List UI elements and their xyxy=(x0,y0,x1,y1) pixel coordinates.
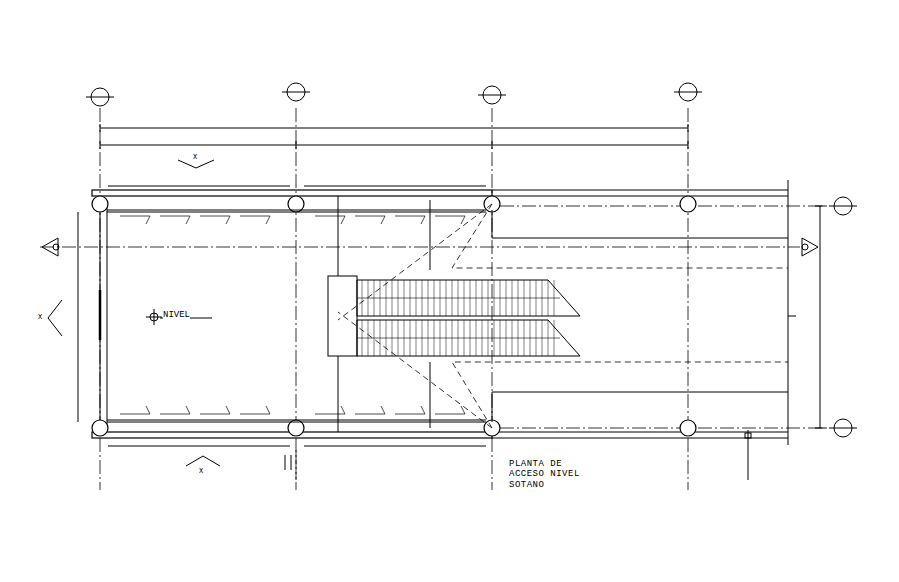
escalator-step xyxy=(458,320,459,356)
escalator-step xyxy=(488,320,489,356)
escalator-step xyxy=(494,320,495,356)
escalator-step xyxy=(536,320,537,356)
escalator-step xyxy=(554,320,555,356)
escalator-step xyxy=(410,280,411,316)
escalator-step xyxy=(548,280,549,316)
escalator-step xyxy=(422,320,423,356)
escalator-step xyxy=(440,320,441,356)
escalator-step xyxy=(434,320,435,356)
escalator-step xyxy=(518,280,519,316)
escalator-step xyxy=(362,280,363,316)
escalator-step xyxy=(530,320,531,356)
escalator-step xyxy=(554,280,555,316)
escalator-step xyxy=(392,280,393,316)
escalator-step xyxy=(428,280,429,316)
escalator-step xyxy=(500,320,501,356)
escalator-step xyxy=(506,320,507,356)
escalator-step xyxy=(524,280,525,316)
escalator-step xyxy=(470,280,471,316)
escalator-step xyxy=(440,280,441,316)
escalator-step xyxy=(392,320,393,356)
escalator-step xyxy=(500,280,501,316)
escalator-step xyxy=(512,320,513,356)
level-mark: NIVEL xyxy=(163,310,190,320)
escalator-step xyxy=(368,320,369,356)
escalator-step xyxy=(542,320,543,356)
escalator-step xyxy=(410,320,411,356)
escalator-step xyxy=(380,320,381,356)
escalator-step xyxy=(374,280,375,316)
escalator-step xyxy=(446,320,447,356)
escalator-step xyxy=(494,280,495,316)
escalator-step xyxy=(398,320,399,356)
escalator-step xyxy=(536,280,537,316)
escalator-step xyxy=(422,280,423,316)
section-mark: X xyxy=(193,153,197,161)
escalator-step xyxy=(386,280,387,316)
section-mark: X xyxy=(199,467,203,475)
section-mark: X xyxy=(38,313,42,321)
escalator-step xyxy=(404,320,405,356)
escalator-step xyxy=(476,280,477,316)
escalator-step xyxy=(464,280,465,316)
escalator-step xyxy=(380,280,381,316)
escalator-step xyxy=(542,280,543,316)
escalator-step xyxy=(464,320,465,356)
escalator-step xyxy=(428,320,429,356)
escalator-step xyxy=(374,320,375,356)
escalator-step xyxy=(530,280,531,316)
escalator-step xyxy=(482,320,483,356)
escalator-step xyxy=(476,320,477,356)
escalator-step xyxy=(452,280,453,316)
escalator-step xyxy=(434,280,435,316)
escalator-step xyxy=(482,280,483,316)
escalator-step xyxy=(512,280,513,316)
escalator-step xyxy=(386,320,387,356)
escalator-step xyxy=(506,280,507,316)
escalator-step xyxy=(452,320,453,356)
escalator-step xyxy=(416,280,417,316)
escalator-step xyxy=(488,280,489,316)
escalator-step xyxy=(404,280,405,316)
plan-caption: PLANTA DE ACCESO NIVEL SOTANO xyxy=(509,459,601,490)
escalator-step xyxy=(362,320,363,356)
escalator-step xyxy=(518,320,519,356)
escalator-step xyxy=(416,320,417,356)
escalator-step xyxy=(548,320,549,356)
escalator-step xyxy=(524,320,525,356)
escalator-step xyxy=(446,280,447,316)
escalator-step xyxy=(458,280,459,316)
escalator-step xyxy=(398,280,399,316)
escalator-step xyxy=(470,320,471,356)
